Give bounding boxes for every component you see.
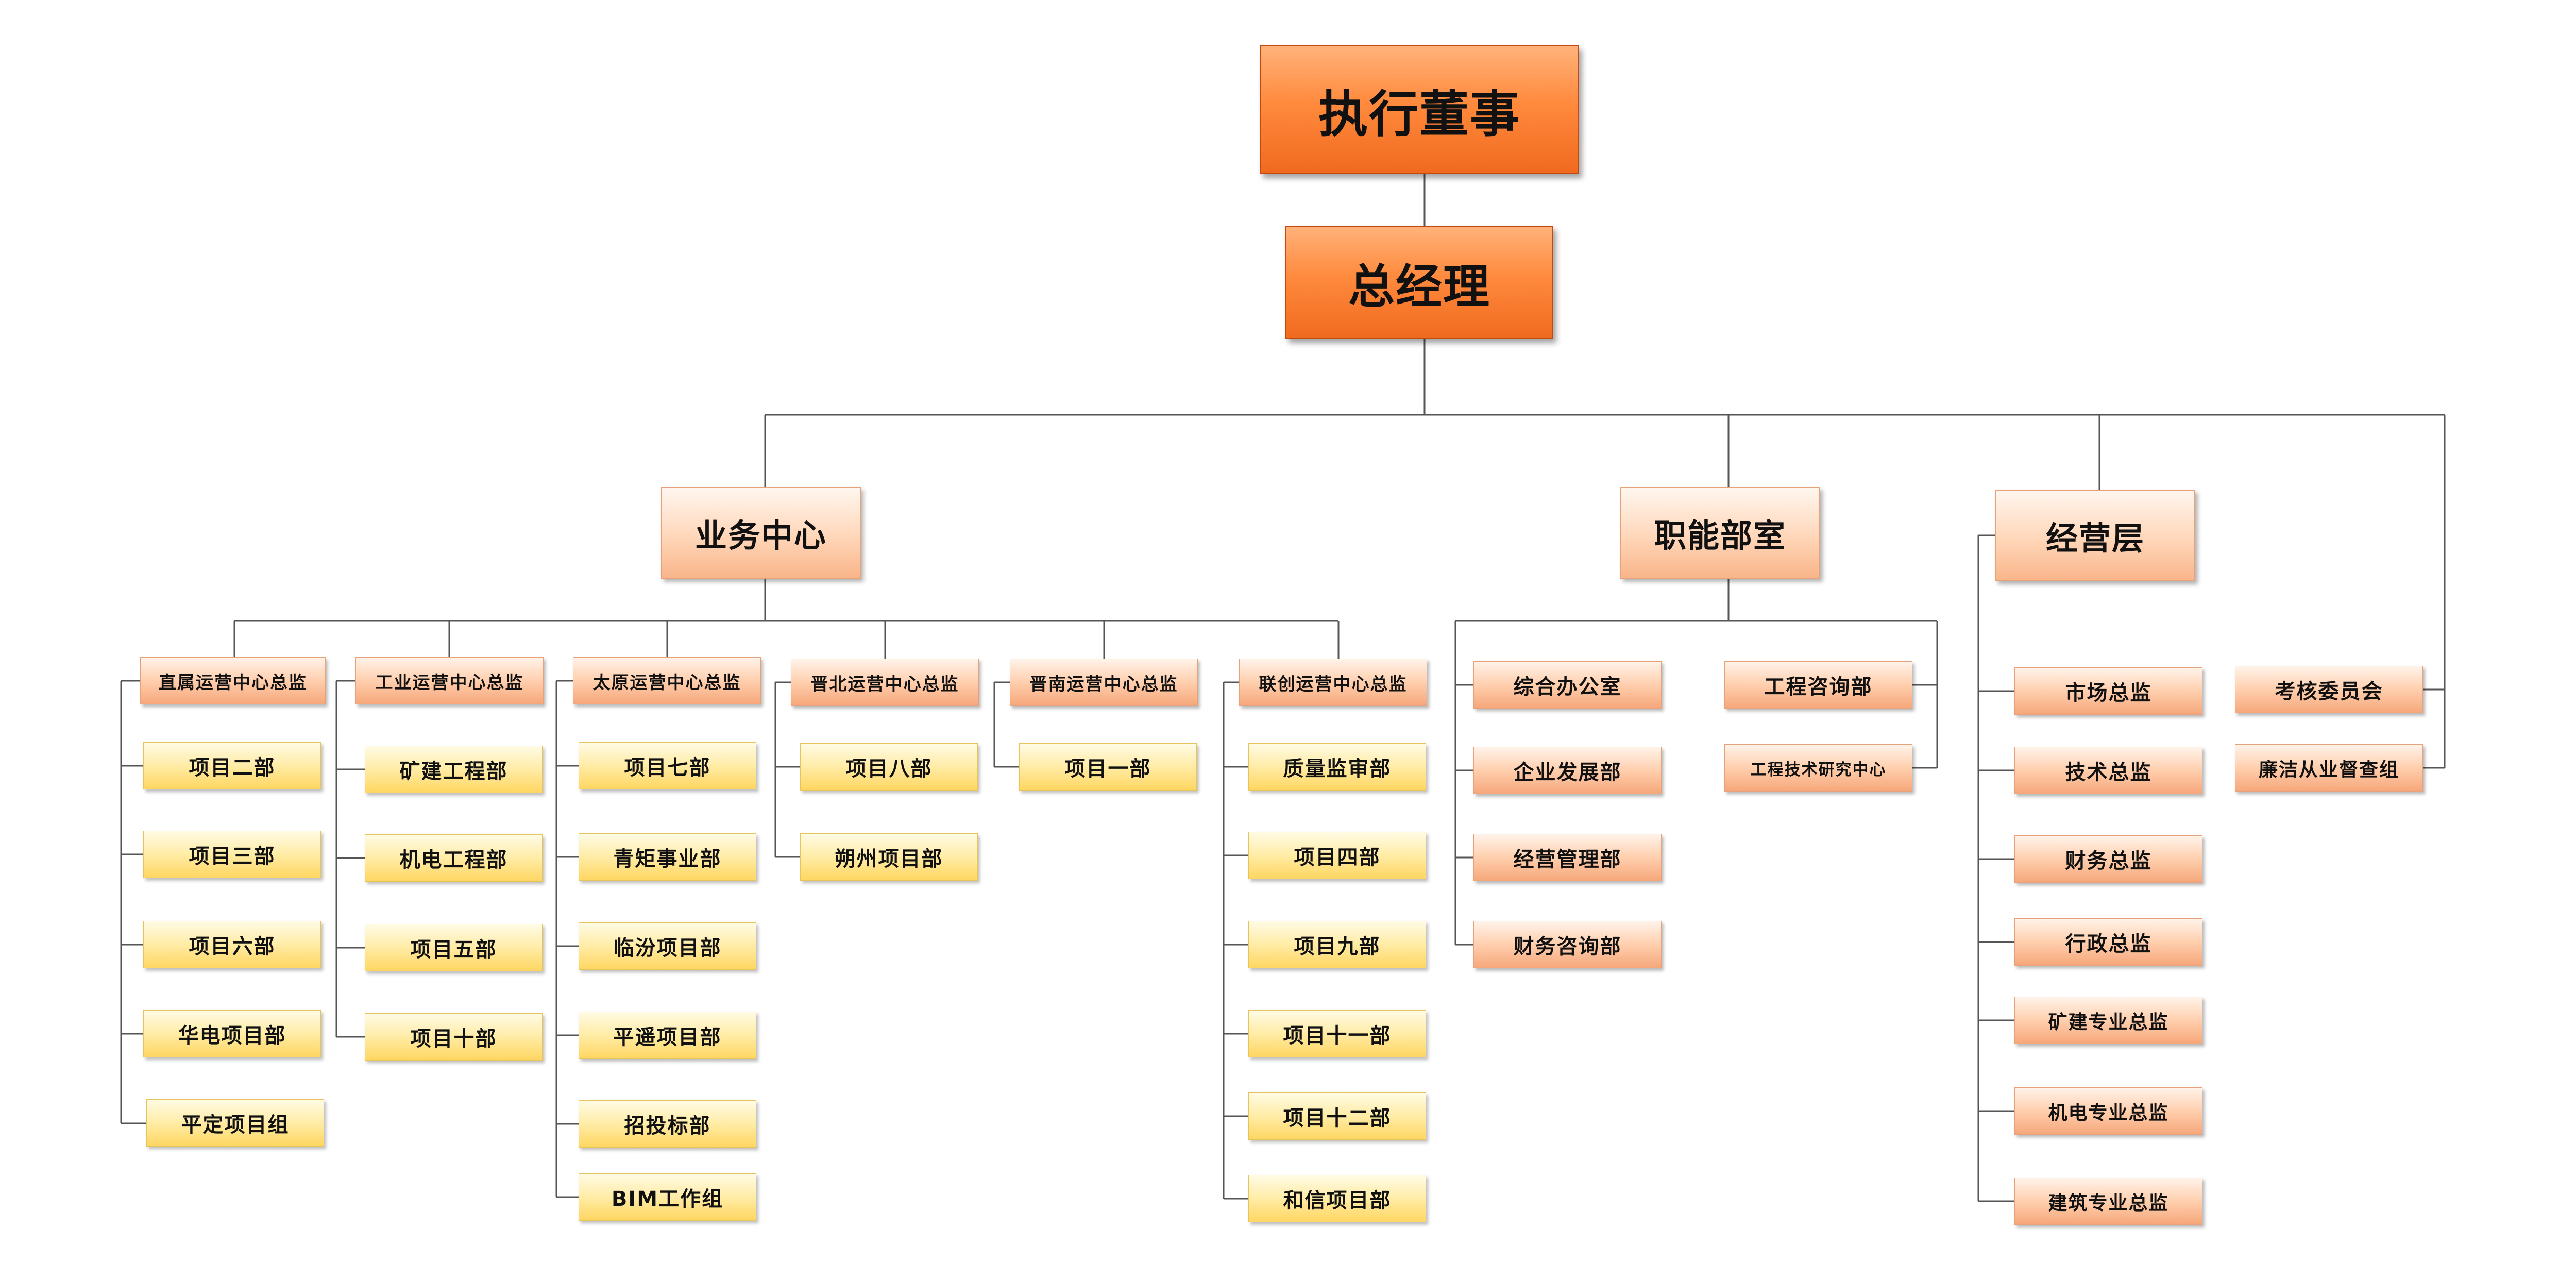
- group-item: 项目十一部: [1248, 1010, 1426, 1057]
- group-item: 项目三部: [143, 831, 321, 878]
- group-item: 项目八部: [800, 743, 978, 791]
- management-item: 建筑专业总监: [2014, 1178, 2202, 1225]
- group-head-2: 工业运营中心总监: [355, 657, 544, 704]
- management-item: 行政总监: [2014, 918, 2202, 966]
- group-head-5: 晋南运营中心总监: [1010, 659, 1198, 706]
- group-item: 项目二部: [143, 742, 321, 789]
- group-item: 平定项目组: [146, 1099, 324, 1147]
- functional-item: 财务咨询部: [1473, 921, 1662, 968]
- group-item: 项目五部: [365, 924, 543, 971]
- group-item: 青矩事业部: [579, 833, 756, 881]
- group-item: 招投标部: [579, 1100, 756, 1148]
- functional-dept-box: 职能部室: [1620, 487, 1820, 579]
- group-head-4: 晋北运营中心总监: [791, 659, 979, 706]
- group-item: 项目六部: [143, 921, 321, 968]
- group-item: 项目十二部: [1248, 1092, 1426, 1140]
- connector-lines: [120, 174, 2446, 1202]
- group-item: 临汾项目部: [579, 922, 756, 970]
- group-item: 项目一部: [1019, 743, 1197, 791]
- business-center-box: 业务中心: [661, 487, 861, 579]
- management-item: 矿建专业总监: [2014, 997, 2202, 1044]
- management-item: 市场总监: [2014, 667, 2202, 715]
- functional-item: 综合办公室: [1473, 661, 1662, 709]
- management-layer-box: 经营层: [1995, 490, 2195, 581]
- group-item: 项目十部: [365, 1013, 543, 1061]
- group-head-1: 直属运营中心总监: [140, 657, 326, 704]
- group-head-3: 太原运营中心总监: [573, 657, 761, 704]
- functional-item: 工程咨询部: [1724, 661, 1912, 709]
- management-item: 技术总监: [2014, 747, 2202, 794]
- functional-item: 工程技术研究中心: [1724, 744, 1912, 792]
- group-item: BIM工作组: [579, 1173, 756, 1221]
- group-item: 项目四部: [1248, 832, 1426, 879]
- oversight-item: 考核委员会: [2235, 666, 2423, 713]
- functional-item: 企业发展部: [1473, 747, 1662, 794]
- group-item: 项目九部: [1248, 921, 1426, 968]
- management-item: 财务总监: [2014, 835, 2202, 883]
- exec-director-box: 执行董事: [1260, 45, 1579, 174]
- management-item: 机电专业总监: [2014, 1087, 2202, 1135]
- general-manager-box: 总经理: [1285, 226, 1553, 339]
- group-item: 质量监审部: [1248, 743, 1426, 791]
- group-item: 和信项目部: [1248, 1175, 1426, 1222]
- oversight-item: 廉洁从业督查组: [2235, 744, 2423, 792]
- group-item: 机电工程部: [365, 834, 543, 882]
- group-head-6: 联创运营中心总监: [1239, 659, 1427, 706]
- group-item: 矿建工程部: [365, 746, 543, 793]
- functional-item: 经营管理部: [1473, 834, 1662, 881]
- group-item: 项目七部: [579, 742, 756, 789]
- group-item: 朔州项目部: [800, 833, 978, 881]
- group-item: 华电项目部: [143, 1010, 321, 1057]
- group-item: 平遥项目部: [579, 1012, 756, 1059]
